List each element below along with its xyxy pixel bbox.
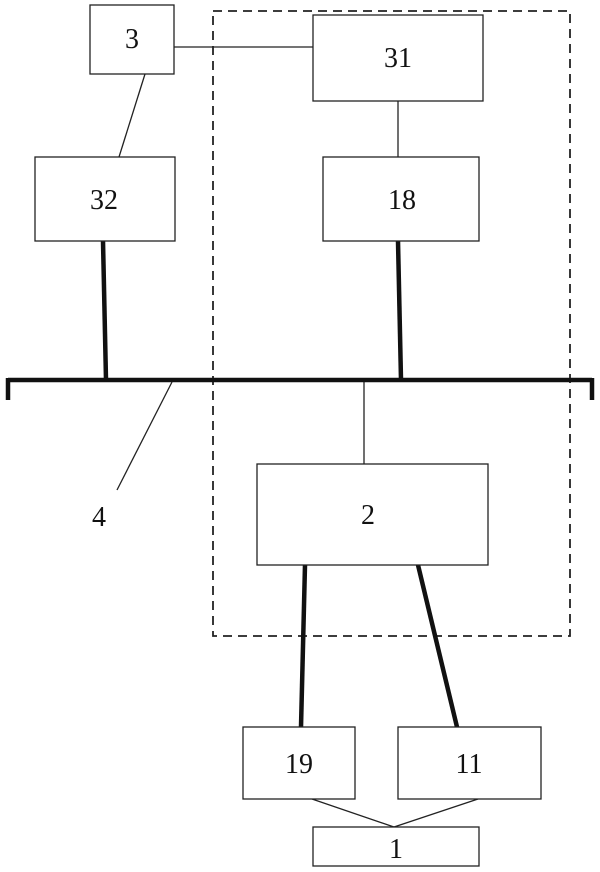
bus-4-leader bbox=[116, 381, 173, 491]
box-2: 2 bbox=[256, 463, 489, 566]
box-3-label: 3 bbox=[125, 24, 139, 55]
box-11-label: 11 bbox=[456, 749, 483, 780]
box-31: 31 bbox=[312, 14, 484, 102]
link-2-19 bbox=[298, 564, 308, 728]
link-2-11 bbox=[415, 564, 460, 728]
box-19: 19 bbox=[242, 726, 356, 800]
link-32-bus bbox=[100, 240, 109, 381]
box-11: 11 bbox=[397, 726, 542, 800]
box-2-label: 2 bbox=[361, 500, 375, 531]
link-18-bus bbox=[395, 240, 404, 381]
link-19-1 bbox=[311, 798, 395, 828]
box-19-label: 19 bbox=[285, 749, 313, 780]
link-11-1 bbox=[393, 798, 479, 828]
bus-4-label: 4 bbox=[92, 502, 106, 533]
box-1: 1 bbox=[312, 826, 480, 867]
box-3: 3 bbox=[89, 4, 175, 75]
box-32: 32 bbox=[34, 156, 176, 242]
box-18-label: 18 bbox=[388, 185, 416, 216]
link-3-32 bbox=[118, 73, 146, 158]
box-18: 18 bbox=[322, 156, 480, 242]
box-31-label: 31 bbox=[384, 43, 412, 74]
box-1-label: 1 bbox=[389, 834, 403, 865]
box-32-label: 32 bbox=[90, 185, 118, 216]
dashed-boundary bbox=[212, 10, 571, 637]
